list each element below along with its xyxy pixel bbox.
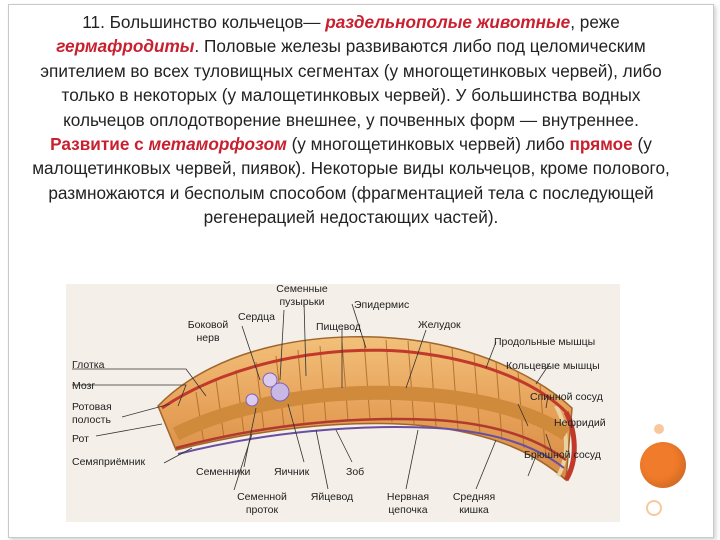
decor-dot-small — [654, 424, 664, 434]
label-lateral-nerve-1: Боковой — [188, 319, 229, 331]
label-mouth: Рот — [72, 433, 89, 445]
label-ventral-vessel: Брюшной сосуд — [524, 449, 601, 461]
leader-lines — [72, 301, 553, 491]
decor-dot-large — [640, 442, 686, 488]
testis-shape — [245, 393, 259, 407]
earthworm-anatomy-illustration: Семенные пузырьки Эпидермис Сердца Боков… — [72, 284, 606, 516]
label-oviduct: Яйцевод — [311, 491, 353, 503]
highlight-hermaphrodites: гермафродиты — [56, 36, 195, 57]
label-epidermis: Эпидермис — [354, 299, 409, 311]
text-part: (у многощетинковых червей) либо — [286, 134, 570, 155]
label-nerve-cord-2: цепочка — [388, 504, 427, 516]
label-stomach: Желудок — [418, 319, 461, 331]
ventral-vessel-line — [175, 417, 567, 462]
label-longitudinal-muscles: Продольные мышцы — [494, 336, 595, 348]
text-part: 11. Большинство кольчецов— — [82, 12, 326, 32]
label-dorsal-vessel: Спинной сосуд — [530, 391, 603, 403]
label-lateral-nerve-2: нерв — [196, 332, 219, 344]
gut — [172, 385, 570, 441]
label-nephridium: Нефридий — [554, 417, 606, 429]
label-ovary: Яичник — [274, 466, 310, 478]
label-circular-muscles: Кольцевые мышцы — [506, 360, 600, 372]
label-crop: Зоб — [346, 466, 364, 478]
seminal-vesicle-shape — [262, 372, 278, 388]
earthworm-anatomy-figure: Семенные пузырьки Эпидермис Сердца Боков… — [66, 284, 620, 522]
label-pharynx: Глотка — [72, 359, 105, 371]
highlight-development: Развитие с — [50, 134, 149, 155]
slide-text: 11. Большинство кольчецов— раздельнополы… — [22, 10, 680, 230]
label-esophagus: Пищевод — [316, 321, 361, 333]
label-mouth-cavity-1: Ротовая — [72, 401, 112, 413]
text-part: (у малощетинковых червей, пиявок). Некот… — [32, 134, 670, 228]
label-seminal-vesicles-2: пузырьки — [279, 296, 324, 308]
label-midgut-2: кишка — [459, 504, 489, 516]
label-nerve-cord-1: Нервная — [387, 491, 429, 503]
ovary-shape — [270, 382, 290, 402]
label-seminal-receptacle: Семяприёмник — [72, 456, 145, 468]
highlight-dioecious: раздельнополые животные — [325, 12, 571, 32]
decor-dot-ring — [646, 500, 662, 516]
label-brain: Мозг — [72, 380, 95, 392]
highlight-direct: прямое — [569, 134, 633, 155]
worm-body — [157, 335, 573, 482]
label-seminal-vesicles-1: Семенные — [276, 284, 328, 295]
label-hearts: Сердца — [238, 311, 275, 323]
text-part: , реже — [570, 12, 620, 32]
dorsal-vessel-line — [161, 348, 568, 414]
highlight-metamorphosis: метаморфозом — [148, 134, 287, 155]
label-sperm-duct-1: Семенной — [237, 491, 287, 503]
muscle-layer-inner — [554, 405, 569, 478]
muscle-layer-outer — [563, 410, 577, 482]
text-part: . Половые железы развиваются либо под це… — [40, 36, 662, 130]
nerve-cord-line — [177, 426, 565, 469]
label-mouth-cavity-2: полость — [72, 414, 111, 426]
label-midgut-1: Средняя — [453, 491, 495, 503]
label-sperm-duct-2: проток — [246, 504, 279, 516]
label-testes: Семенники — [196, 466, 251, 478]
